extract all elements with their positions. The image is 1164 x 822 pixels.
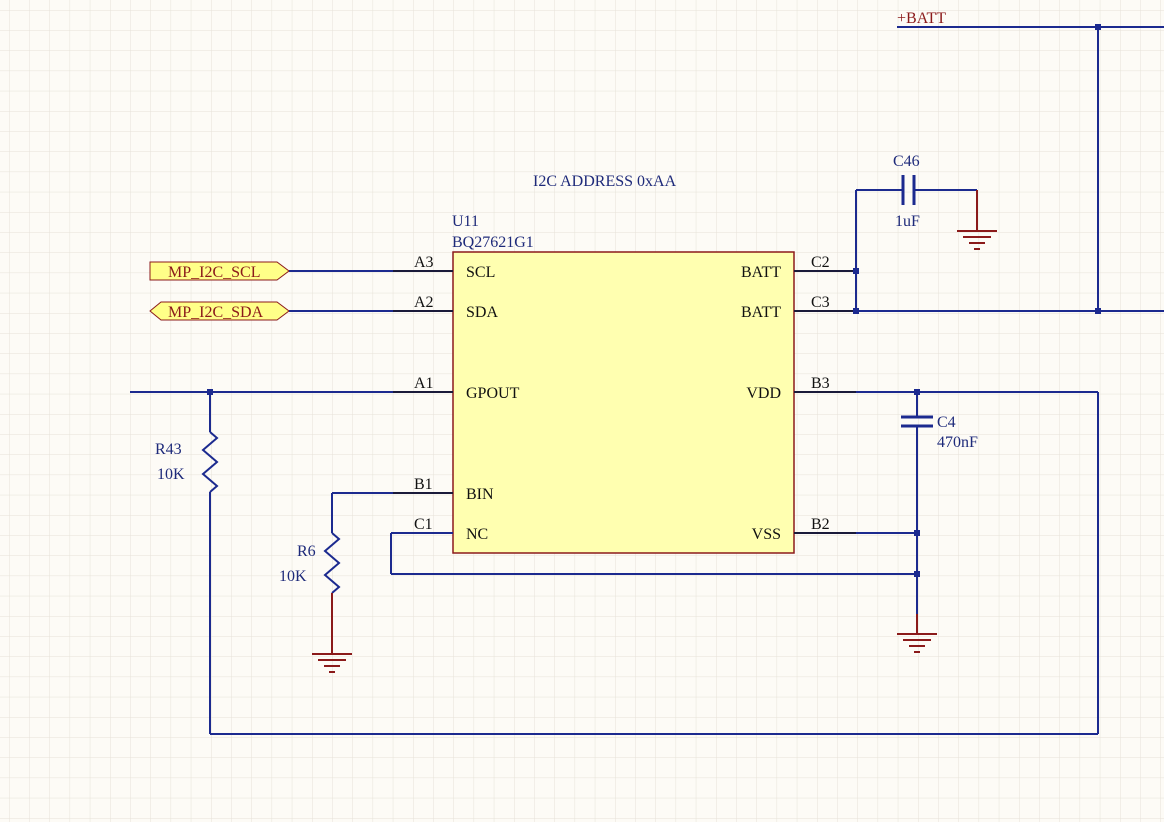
power-port-batt[interactable]: +BATT [897,10,1164,28]
net-port-scl-label: MP_I2C_SCL [168,264,260,281]
ic-u11[interactable]: U11 BQ27621G1 A3 SCL A2 SDA A1 GPOUT B1 … [393,213,856,554]
resistor-r43[interactable]: R43 10K [155,431,219,493]
junction-dot [914,389,920,395]
pin-c3-number: C3 [811,294,830,311]
ground-symbol-c46 [957,230,997,250]
ic-part-number: BQ27621G1 [452,234,534,251]
r6-ref: R6 [297,543,316,560]
junction-dot [853,268,859,274]
r6-value: 10K [279,568,307,585]
ground-symbol-vss [897,633,937,653]
ic-body [452,251,795,554]
c46-ref: C46 [893,153,920,170]
ic-designator: U11 [452,213,479,230]
net-port-sda-label: MP_I2C_SDA [168,304,264,321]
r43-ref: R43 [155,441,182,458]
pin-b2-number: B2 [811,516,830,533]
r43-value: 10K [157,466,185,483]
pin-vss-name: VSS [752,526,781,543]
capacitor-c4[interactable]: C4 470nF [901,414,978,451]
pin-batt2-name: BATT [741,304,781,321]
pin-a2-number: A2 [414,294,434,311]
pin-a1-number: A1 [414,375,434,392]
junction-dot [914,530,920,536]
pin-b3-number: B3 [811,375,830,392]
pin-nc-name: NC [466,526,488,543]
c4-ref: C4 [937,414,956,431]
capacitor-c46[interactable]: C46 1uF [893,153,920,230]
junction-dot [1095,24,1101,30]
junction-dot [914,571,920,577]
c46-value: 1uF [895,213,920,230]
pin-gpout-name: GPOUT [466,385,520,402]
pin-scl-name: SCL [466,264,495,281]
junction-dot [207,389,213,395]
pin-c1-number: C1 [414,516,433,533]
net-port-scl-shape [149,261,290,281]
i2c-address-note: I2C ADDRESS 0xAA [533,173,677,190]
pin-a3-number: A3 [414,254,434,271]
junction-dot [853,308,859,314]
r43-zigzag [201,431,219,493]
junction-dot [1095,308,1101,314]
pin-sda-name: SDA [466,304,498,321]
c4-value: 470nF [937,434,978,451]
junctions [207,24,1101,577]
r6-zigzag [323,532,341,594]
pin-batt1-name: BATT [741,264,781,281]
pin-vdd-name: VDD [746,385,781,402]
ground-symbol-r6 [312,634,352,673]
power-port-label: +BATT [897,10,946,27]
pin-b1-number: B1 [414,476,433,493]
net-port-scl[interactable]: MP_I2C_SCL [149,261,290,281]
resistor-r6[interactable]: R6 10K [279,532,341,594]
pin-c2-number: C2 [811,254,830,271]
net-port-sda[interactable]: MP_I2C_SDA [149,301,290,321]
pin-bin-name: BIN [466,486,494,503]
